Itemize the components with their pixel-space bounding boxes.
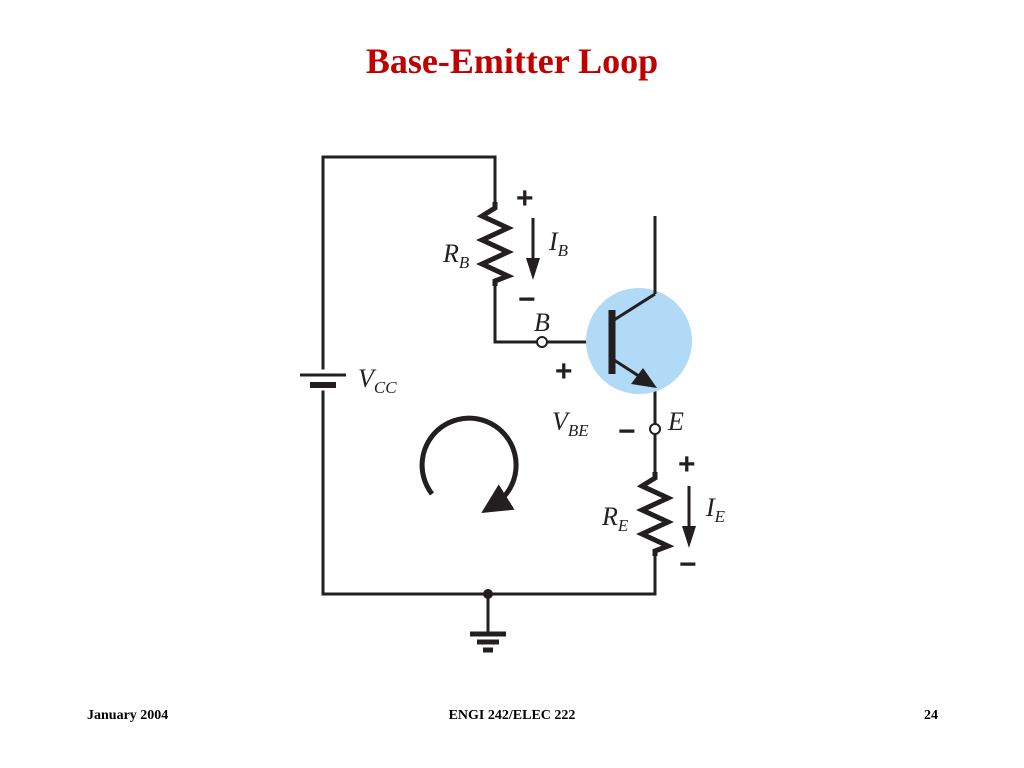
emitter-terminal — [649, 423, 661, 435]
loop-direction-arrow-icon — [419, 415, 519, 513]
base-node-label: B — [534, 308, 550, 337]
ib-label: IB — [548, 227, 569, 260]
ground-junction — [483, 589, 493, 599]
resistor-rb — [476, 202, 515, 286]
vcc-label: VCC — [358, 364, 397, 397]
rb-label: RB — [442, 239, 470, 272]
rb-plus-sign: + — [516, 182, 534, 215]
slide-title: Base-Emitter Loop — [365, 41, 659, 81]
ie-current-arrow-icon — [682, 486, 696, 548]
resistor-re — [636, 472, 675, 556]
ib-current-arrow-icon — [526, 218, 540, 280]
battery-icon — [300, 373, 346, 388]
vbe-plus-sign: + — [555, 355, 573, 388]
re-plus-sign: + — [678, 448, 696, 481]
re-minus-sign: − — [679, 548, 697, 581]
footer-page-number: 24 — [924, 708, 938, 723]
vbe-minus-sign: − — [618, 415, 636, 448]
emitter-node-label: E — [667, 407, 684, 436]
footer-date: January 2004 — [87, 708, 169, 723]
ie-label: IE — [705, 493, 726, 526]
ground-symbol-icon — [470, 631, 506, 653]
circuit-wires — [321, 155, 657, 634]
re-label: RE — [601, 502, 629, 535]
vbe-label: VBE — [552, 407, 589, 440]
npn-transistor-icon — [586, 216, 692, 394]
footer-course: ENGI 242/ELEC 222 — [448, 708, 576, 723]
base-terminal — [536, 336, 548, 348]
rb-minus-sign: − — [518, 283, 536, 316]
